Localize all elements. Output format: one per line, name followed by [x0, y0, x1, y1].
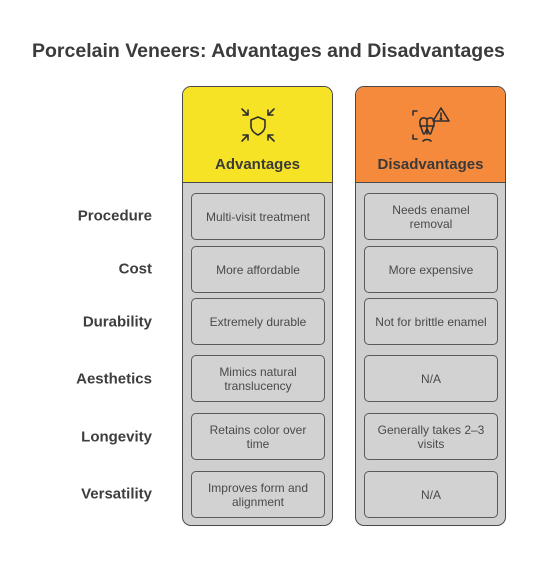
shield-with-arrows-icon: [238, 105, 278, 150]
disadvantages-cell-aesthetics: N/A: [364, 355, 498, 402]
row-label-longevity: Longevity: [81, 428, 152, 446]
row-label-cost: Cost: [118, 260, 152, 278]
advantages-cell-procedure: Multi-visit treatment: [191, 193, 325, 240]
advantages-cell-aesthetics: Mimics natural translucency: [191, 355, 325, 402]
row-label-durability: Durability: [82, 313, 152, 331]
advantages-cell-durability: Extremely durable: [191, 298, 325, 345]
advantages-column: Advantages Multi-visit treatment More af…: [182, 86, 333, 526]
disadvantages-column: Disadvantages Needs enamel removal More …: [355, 86, 506, 526]
row-label-versatility: Versatility: [81, 485, 152, 503]
disadvantages-cell-durability: Not for brittle enamel: [364, 298, 498, 345]
disadvantages-cell-versatility: N/A: [364, 471, 498, 518]
advantages-cell-cost: More affordable: [191, 246, 325, 293]
tooth-warning-icon: [409, 105, 453, 150]
disadvantages-title: Disadvantages: [377, 156, 484, 173]
disadvantages-cell-longevity: Generally takes 2–3 visits: [364, 413, 498, 460]
page-title: Porcelain Veneers: Advantages and Disadv…: [32, 40, 505, 62]
disadvantages-header: Disadvantages: [356, 87, 505, 183]
disadvantages-cell-procedure: Needs enamel removal: [364, 193, 498, 240]
advantages-title: Advantages: [214, 156, 301, 173]
row-label-aesthetics: Aesthetics: [76, 370, 152, 388]
disadvantages-cell-cost: More expensive: [364, 246, 498, 293]
advantages-header: Advantages: [183, 87, 332, 183]
advantages-cell-versatility: Improves form and alignment: [191, 471, 325, 518]
advantages-cell-longevity: Retains color over time: [191, 413, 325, 460]
row-label-procedure: Procedure: [77, 207, 152, 225]
